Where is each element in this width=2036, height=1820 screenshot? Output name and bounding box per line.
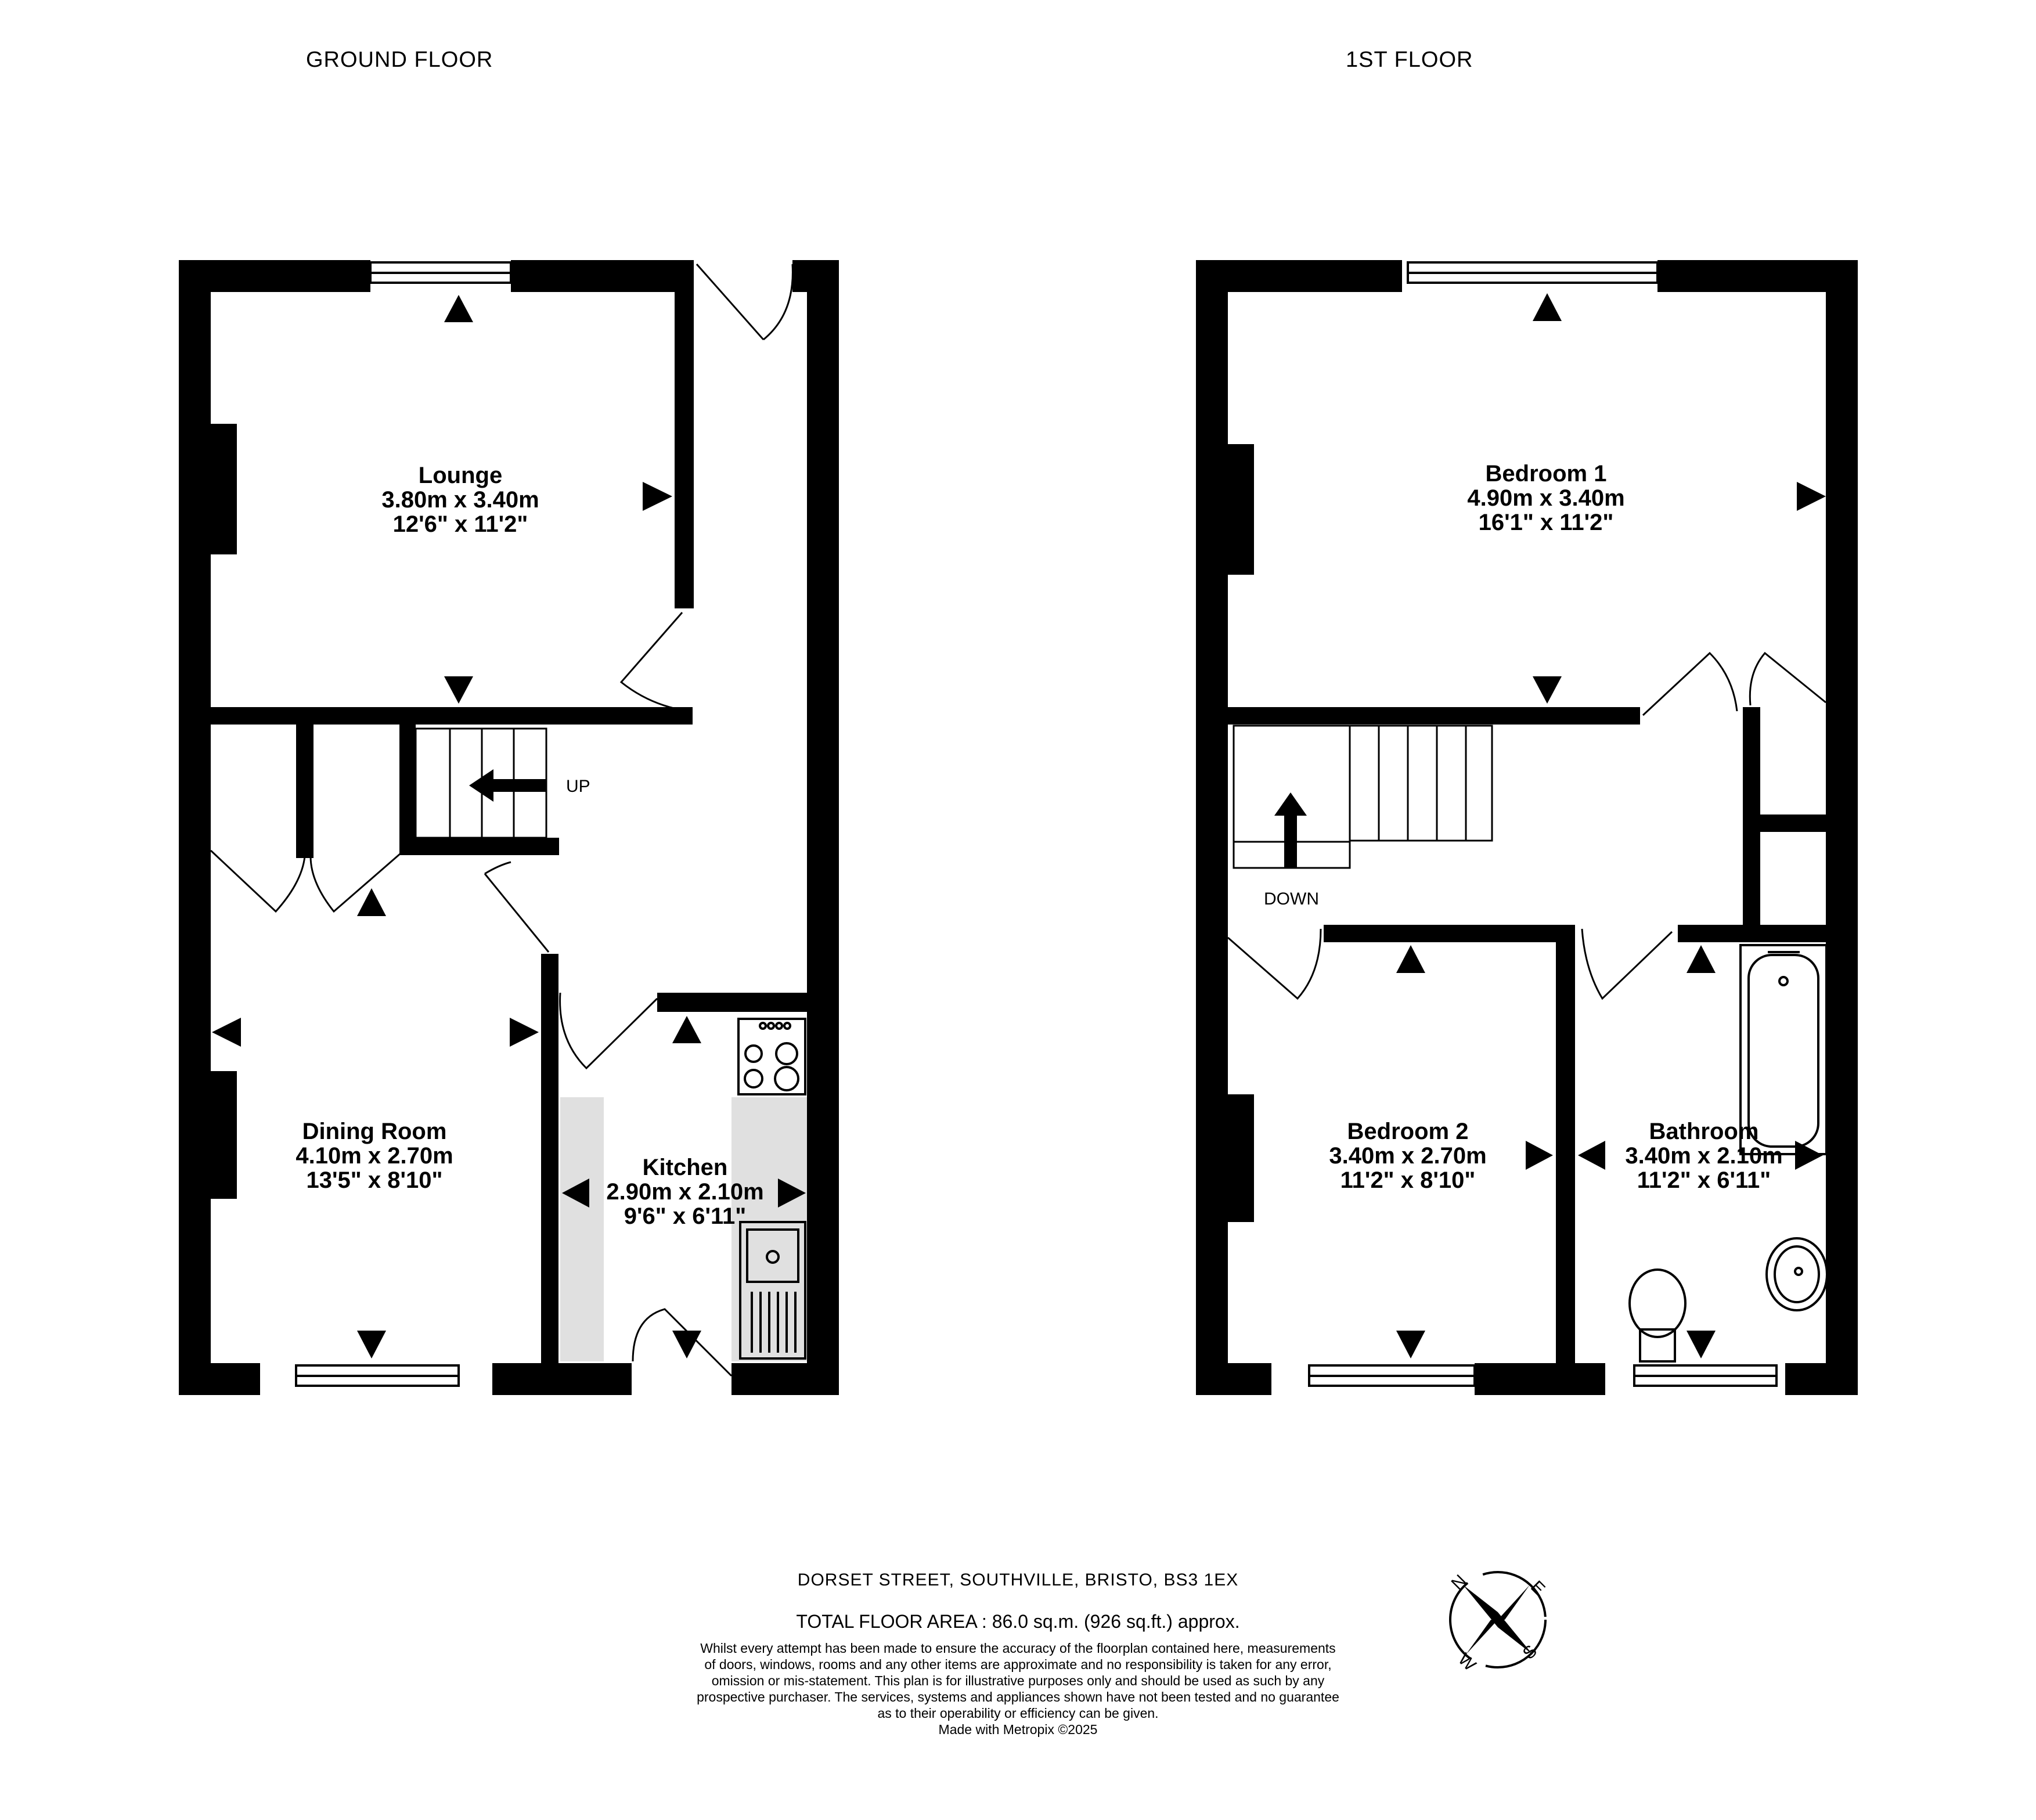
disclaimer-line: omission or mis-statement. This plan is … bbox=[711, 1673, 1325, 1688]
bedroom2-metric: 3.40m x 2.70m bbox=[1329, 1143, 1487, 1169]
kitchen-worktop-left bbox=[560, 1097, 604, 1361]
up-arrow bbox=[469, 769, 546, 802]
stairs-up-label: UP bbox=[566, 777, 590, 796]
toilet-icon bbox=[1628, 1268, 1687, 1363]
kitchen-label: Kitchen 2.90m x 2.10m 9'6" x 6'11" bbox=[606, 1155, 763, 1228]
total-floor-area: TOTAL FLOOR AREA : 86.0 sq.m. (926 sq.ft… bbox=[796, 1611, 1240, 1632]
ground-windows bbox=[295, 261, 512, 1387]
disclaimer: Whilst every attempt has been made to en… bbox=[0, 1640, 2036, 1738]
bedroom1-label: Bedroom 1 4.90m x 3.40m 16'1" x 11'2" bbox=[1467, 462, 1624, 535]
kitchen-imperial: 9'6" x 6'11" bbox=[624, 1203, 747, 1229]
ground-doors bbox=[210, 264, 794, 1377]
lounge-imperial: 12'6" x 11'2" bbox=[392, 511, 528, 537]
bedroom1-imperial: 16'1" x 11'2" bbox=[1478, 510, 1614, 535]
bedroom1-metric: 4.90m x 3.40m bbox=[1467, 485, 1625, 511]
dining-room-imperial: 13'5" x 8'10" bbox=[306, 1167, 443, 1193]
bath-icon bbox=[1739, 944, 1828, 1155]
disclaimer-line: as to their operability or efficiency ca… bbox=[877, 1706, 1159, 1721]
disclaimer-line: of doors, windows, rooms and any other i… bbox=[704, 1657, 1332, 1672]
ground-floor-plan bbox=[179, 260, 839, 1395]
bedroom2-label: Bedroom 2 3.40m x 2.70m 11'2" x 8'10" bbox=[1329, 1119, 1486, 1192]
lounge-label: Lounge 3.80m x 3.40m 12'6" x 11'2" bbox=[381, 463, 539, 536]
ground-floor-title: GROUND FLOOR bbox=[306, 48, 493, 72]
first-floor-plan bbox=[1196, 260, 1858, 1395]
kitchen-name: Kitchen bbox=[642, 1155, 728, 1180]
wash-basin-icon bbox=[1765, 1237, 1828, 1311]
credit: Made with Metropix ©2025 bbox=[938, 1722, 1098, 1737]
lounge-metric: 3.80m x 3.40m bbox=[381, 487, 539, 513]
first-doors bbox=[1227, 651, 1826, 1000]
ground-dimension-arrows bbox=[212, 295, 806, 1358]
lounge-name: Lounge bbox=[418, 463, 503, 488]
bedroom2-imperial: 11'2" x 8'10" bbox=[1340, 1167, 1476, 1193]
hob-icon bbox=[737, 1018, 806, 1095]
first-stairs bbox=[1233, 725, 1493, 869]
dining-room-metric: 4.10m x 2.70m bbox=[296, 1143, 453, 1169]
bathroom-name: Bathroom bbox=[1649, 1119, 1759, 1144]
bathroom-imperial: 11'2" x 6'11" bbox=[1637, 1167, 1771, 1193]
ground-walls bbox=[179, 260, 839, 1395]
kitchen-metric: 2.90m x 2.10m bbox=[606, 1179, 764, 1205]
dining-room-label: Dining Room 4.10m x 2.70m 13'5" x 8'10" bbox=[296, 1119, 453, 1192]
first-walls bbox=[1196, 260, 1858, 1395]
disclaimer-line: prospective purchaser. The services, sys… bbox=[697, 1689, 1339, 1704]
property-address: DORSET STREET, SOUTHVILLE, BRISTO, BS3 1… bbox=[797, 1570, 1239, 1590]
sink-icon bbox=[739, 1221, 806, 1360]
dining-room-name: Dining Room bbox=[302, 1119, 447, 1144]
stairs-down-label: DOWN bbox=[1264, 889, 1319, 909]
bathroom-metric: 3.40m x 2.10m bbox=[1625, 1143, 1783, 1169]
bedroom2-name: Bedroom 2 bbox=[1347, 1119, 1469, 1144]
first-dimension-arrows bbox=[1396, 293, 1826, 1358]
down-arrow bbox=[1274, 792, 1307, 868]
first-windows bbox=[1308, 261, 1778, 1387]
ground-stairs bbox=[415, 727, 547, 839]
bathroom-label: Bathroom 3.40m x 2.10m 11'2" x 6'11" bbox=[1625, 1119, 1782, 1192]
bedroom1-name: Bedroom 1 bbox=[1485, 461, 1607, 486]
disclaimer-line: Whilst every attempt has been made to en… bbox=[700, 1641, 1336, 1656]
first-floor-title: 1ST FLOOR bbox=[1346, 48, 1473, 72]
